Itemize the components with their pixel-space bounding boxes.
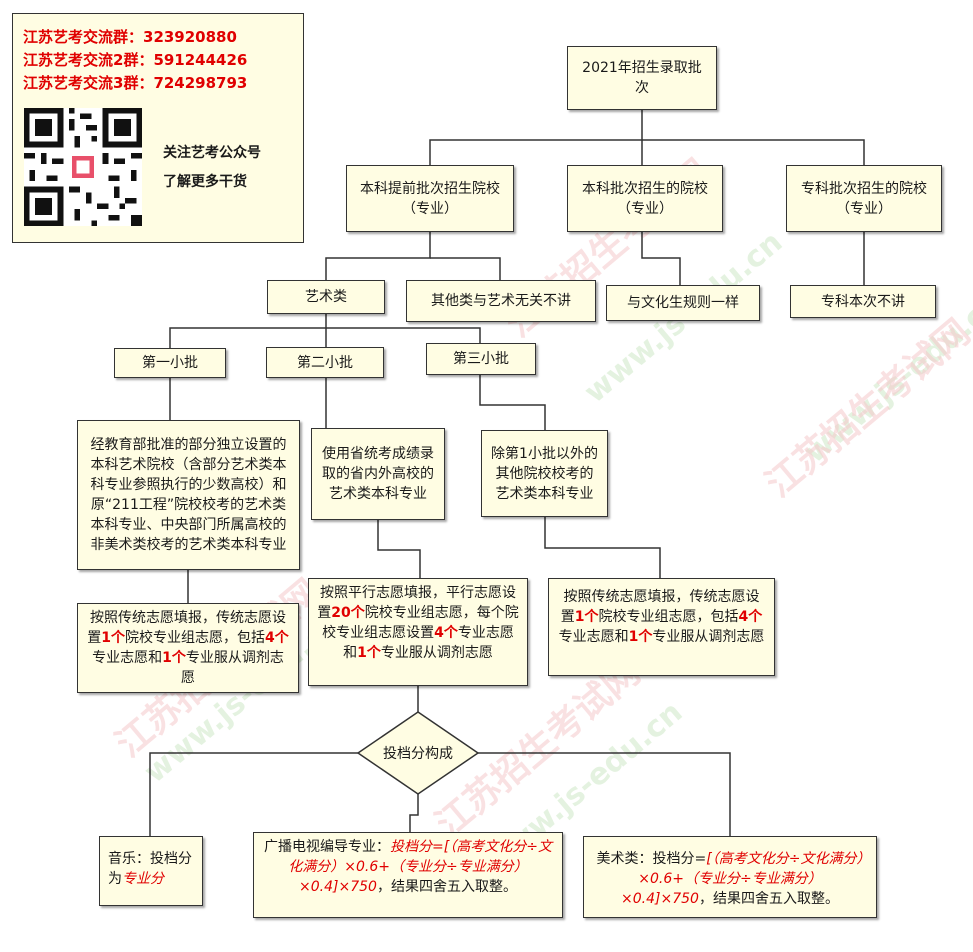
fine-arts-formula: [（高考文化分÷文化满分）×0.6+（专业分÷专业满分）×0.4]×750	[621, 851, 864, 907]
rule-number: 1个	[574, 609, 599, 625]
batch2-rule: 按照平行志愿填报，平行志愿设置20个院校专业组志愿，每个院校专业组志愿设置4个专…	[308, 578, 528, 686]
connector	[429, 110, 643, 165]
rule-text: 按照传统志愿填报，传统志愿设置	[560, 589, 760, 625]
rule-text: 院校专业组志愿，包括	[125, 630, 265, 646]
rule-text: 专业服从调剂志愿	[181, 650, 284, 686]
regular-batch-node: 本科批次招生的院校（专业）	[567, 165, 723, 232]
vocational-batch-node: 专科批次招生的院校（专业）	[786, 165, 942, 232]
rule-number: 1个	[101, 630, 125, 646]
broadcast-label: 广播电视编导专业：	[264, 839, 391, 855]
group-line-1: 江苏艺考交流群：323920880	[23, 28, 237, 46]
batch1-node: 第一小批	[114, 348, 226, 378]
vocational-note-node: 专科本次不讲	[790, 285, 936, 318]
rule-text: 院校专业组志愿，每个院校专业组志愿设置	[322, 605, 519, 641]
fine-arts-label: 美术类：投档分=	[596, 851, 707, 867]
rule-number: 1个	[162, 650, 186, 666]
batch2-node: 第二小批	[266, 347, 384, 378]
connector	[325, 232, 431, 280]
follow-text-2: 了解更多干货	[163, 174, 247, 190]
rule-text: 专业服从调剂志愿	[652, 629, 765, 645]
connector	[430, 257, 501, 280]
same-as-culture-node: 与文化生规则一样	[606, 285, 760, 321]
batch3-node: 第三小批	[426, 343, 536, 375]
rule-text: 专业志愿和	[343, 625, 514, 661]
group-line-2: 江苏艺考交流2群：591244426	[23, 51, 248, 69]
rule-text: 专业志愿和	[92, 650, 163, 666]
root-node: 2021年招生录取批次	[567, 46, 717, 110]
rule-number: 4个	[265, 630, 289, 646]
decision-label: 投档分构成	[383, 746, 453, 762]
rule-text: 院校专业组志愿，包括	[598, 609, 739, 625]
group-line-3: 江苏艺考交流3群：724298793	[23, 74, 248, 92]
rule-number: 1个	[628, 629, 653, 645]
decision-diamond	[356, 711, 480, 795]
connector	[169, 314, 327, 348]
music-formula: 专业分	[122, 871, 164, 887]
rule-text: 按照传统志愿填报，传统志愿设置	[87, 610, 286, 646]
connector	[479, 375, 546, 430]
follow-text-1: 关注艺考公众号	[163, 145, 261, 161]
rule-number: 4个	[434, 625, 458, 641]
early-batch-node: 本科提前批次招生院校（专业）	[346, 165, 514, 232]
rule-number: 1个	[357, 645, 381, 661]
connector	[326, 327, 481, 343]
connector	[409, 793, 419, 832]
batch1-desc: 经教育部批准的部分独立设置的本科艺术院校（含部分艺术类本科专业参照执行的少数高校…	[77, 420, 300, 570]
rule-text: 专业服从调剂志愿	[380, 645, 493, 661]
batch1-rule: 按照传统志愿填报，传统志愿设置1个院校专业组志愿，包括4个专业志愿和1个专业服从…	[77, 603, 299, 693]
connector	[641, 232, 681, 285]
batch2-desc: 使用省统考成绩录取的省内外高校的艺术类本科专业	[311, 428, 445, 520]
rule-number: 20个	[331, 605, 365, 621]
qr-code-icon	[24, 108, 142, 226]
fine-arts-result: 美术类：投档分=[（高考文化分÷文化满分）×0.6+（专业分÷专业满分）×0.4…	[583, 836, 877, 918]
connector	[544, 517, 661, 578]
arts-node: 艺术类	[267, 280, 385, 314]
batch3-desc: 除第1小批以外的其他院校校考的艺术类本科专业	[481, 430, 608, 517]
music-result: 音乐：投档分为专业分	[99, 836, 203, 906]
other-node: 其他类与艺术无关不讲	[406, 280, 596, 322]
broadcast-formula: 投档分=[（高考文化分÷文化满分）×0.6+（专业分÷专业满分）×0.4]×75…	[288, 839, 552, 895]
rule-text: 专业志愿和	[558, 629, 629, 645]
broadcast-result: 广播电视编导专业：投档分=[（高考文化分÷文化满分）×0.6+（专业分÷专业满分…	[253, 832, 563, 918]
batch3-rule: 按照传统志愿填报，传统志愿设置1个院校专业组志愿，包括4个专业志愿和1个专业服从…	[548, 578, 775, 676]
rule-number: 4个	[738, 609, 763, 625]
connector	[642, 139, 865, 165]
broadcast-suffix: ，结果四舍五入取整。	[376, 879, 517, 895]
connector	[478, 752, 731, 836]
music-label: 音乐：投档分为	[108, 851, 192, 887]
rule-text: 按照平行志愿填报，平行志愿设置	[317, 585, 516, 621]
connector	[377, 520, 421, 578]
fine-arts-suffix: ，结果四舍五入取整。	[698, 891, 839, 907]
connector	[149, 752, 358, 836]
